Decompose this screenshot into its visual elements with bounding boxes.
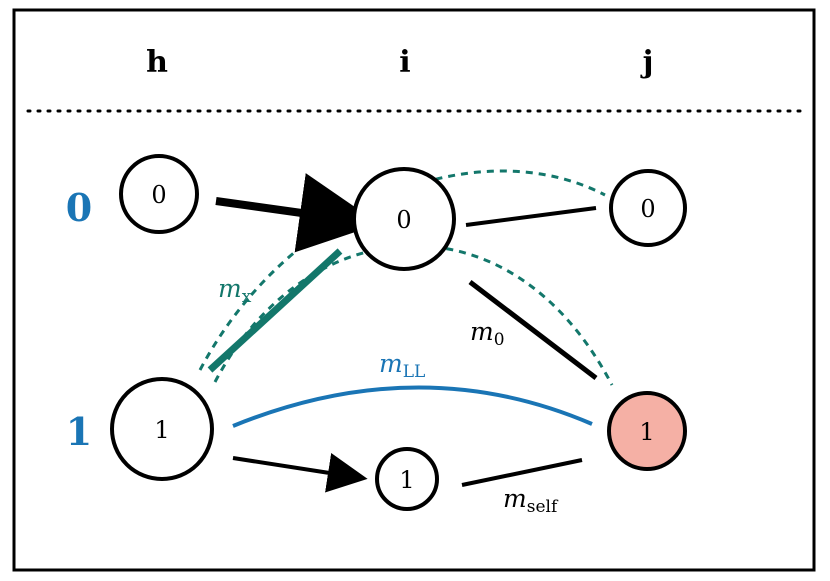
node-h1: 1 bbox=[110, 377, 214, 481]
column-header-i: i bbox=[399, 45, 410, 80]
m0-label: m0 bbox=[470, 317, 505, 350]
m0-edge bbox=[468, 280, 598, 380]
mll-label: mLL bbox=[379, 349, 425, 382]
mself-edge bbox=[461, 458, 583, 487]
node-h1-label: 1 bbox=[154, 416, 169, 444]
node-j0-label: 0 bbox=[640, 195, 655, 223]
node-j1-label: 1 bbox=[639, 418, 654, 446]
column-header-j: j bbox=[640, 45, 654, 80]
mx-label: mx bbox=[218, 274, 252, 307]
node-i1-label: 1 bbox=[399, 466, 414, 494]
node-j0: 0 bbox=[609, 169, 687, 247]
edge-i0-j0 bbox=[465, 206, 597, 227]
node-i1: 1 bbox=[375, 447, 439, 511]
row-label-1: 1 bbox=[66, 409, 92, 454]
node-i0-label: 0 bbox=[396, 206, 411, 234]
node-i0: 0 bbox=[352, 167, 456, 271]
row-label-0: 0 bbox=[66, 185, 92, 230]
mx-edge bbox=[207, 248, 343, 373]
edge-h1-i1-arrow bbox=[232, 453, 368, 493]
node-j1-highlighted: 1 bbox=[607, 391, 687, 471]
edge-h0-i0-arrow bbox=[215, 173, 380, 253]
diagram-frame bbox=[12, 8, 816, 572]
node-h0: 0 bbox=[119, 154, 199, 234]
column-header-h: h bbox=[146, 45, 168, 80]
node-h0-label: 0 bbox=[151, 181, 166, 209]
mll-edge bbox=[232, 385, 593, 428]
mself-label: mself bbox=[503, 484, 559, 517]
